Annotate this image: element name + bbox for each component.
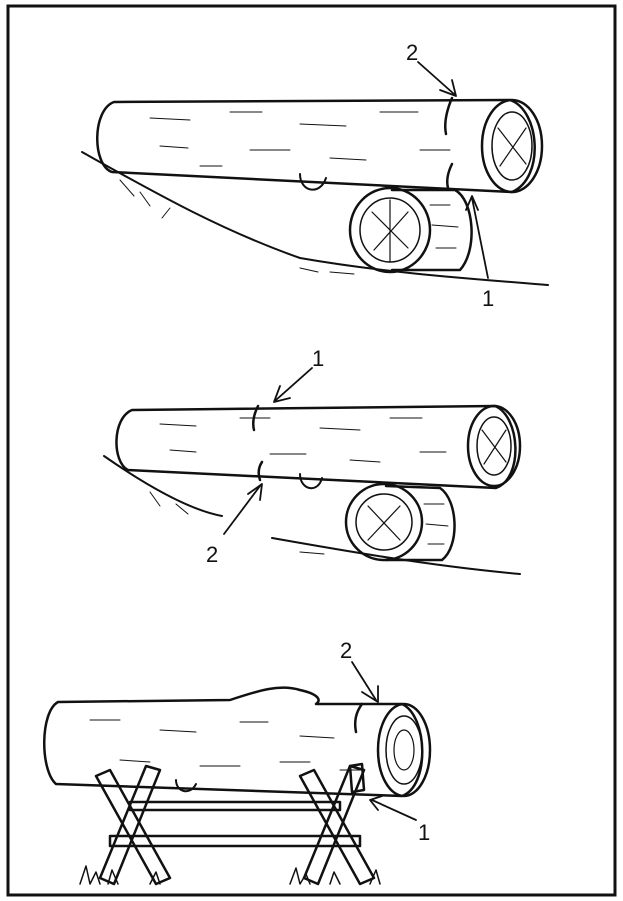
panel-middle: 1 2: [103, 346, 522, 575]
label-1-bottom: 1: [369, 795, 430, 845]
frame-border: [6, 4, 617, 897]
label-text: 2: [340, 638, 352, 663]
main-log: [96, 96, 544, 194]
cut-mark-top: [251, 404, 260, 432]
label-2-top: 2: [406, 40, 457, 97]
slope-ground: [103, 455, 223, 517]
label-1-top: 1: [465, 195, 494, 311]
panel-top: 2 1: [81, 40, 549, 311]
ground-hatching: [119, 179, 355, 275]
cut-mark-bottom: [257, 460, 264, 482]
label-text: 1: [418, 820, 430, 845]
cut-mark-top: [444, 96, 454, 136]
label-text: 1: [482, 286, 494, 311]
label-1-middle: 1: [273, 346, 324, 403]
cut-mark-top: [354, 702, 364, 734]
sawbuck: [94, 764, 376, 886]
slope-ground-lower: [271, 537, 521, 575]
grass: [79, 865, 381, 885]
label-text: 2: [206, 542, 218, 567]
cut-mark-bottom: [348, 762, 366, 794]
label-text: 2: [406, 40, 418, 65]
main-log: [43, 686, 432, 798]
main-log: [115, 404, 522, 490]
label-2-middle: 2: [206, 483, 263, 567]
support-log: [348, 186, 473, 274]
label-2-bottom: 2: [340, 638, 379, 703]
cut-mark-bottom: [445, 162, 454, 190]
support-log: [344, 482, 456, 562]
slope-ground: [81, 151, 549, 286]
label-text: 1: [312, 346, 324, 371]
panel-bottom: 2 1: [43, 638, 432, 886]
